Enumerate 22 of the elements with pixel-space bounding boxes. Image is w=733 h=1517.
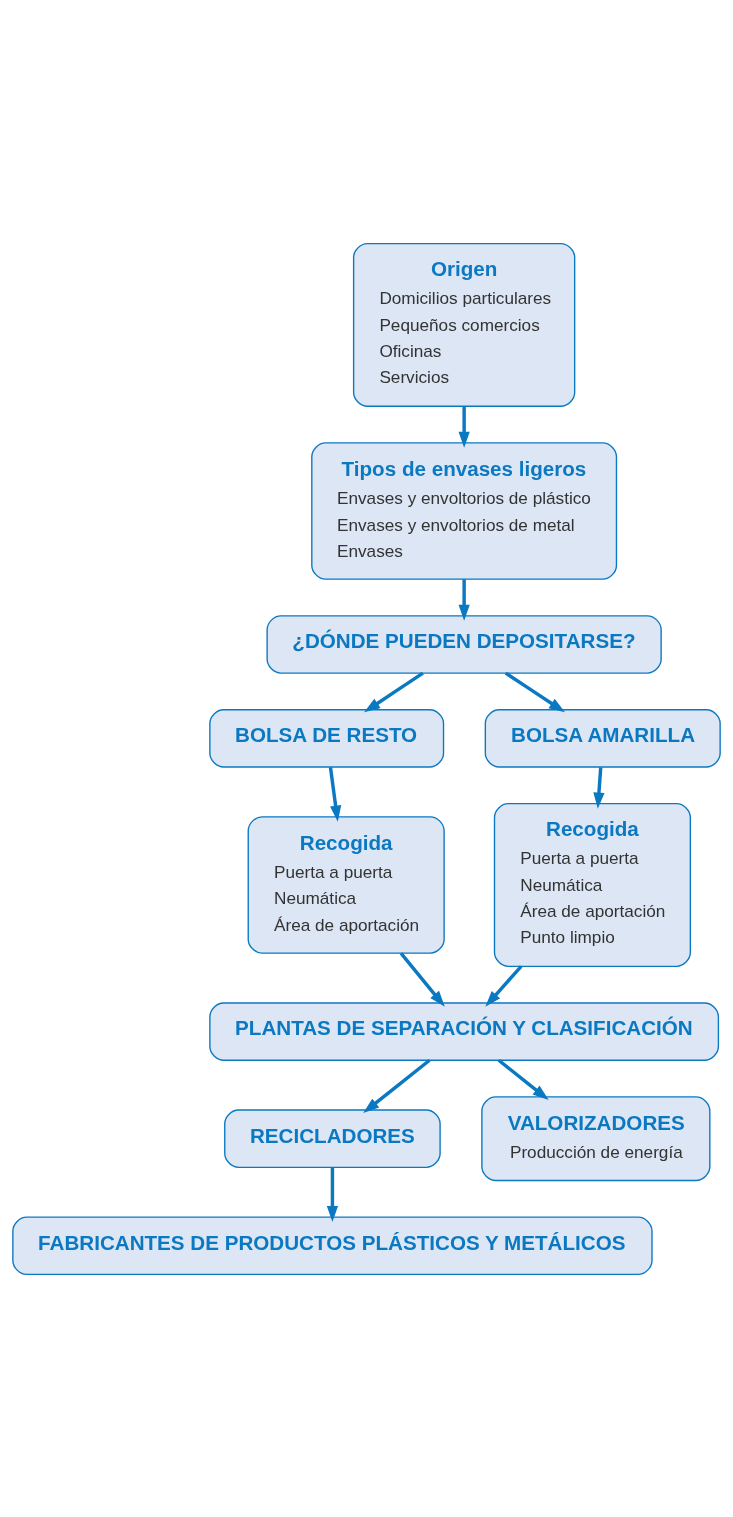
node-box: Tipos de envases ligeros Envases y envoltorios de plástico Envases y envoltorios de metal Envases [311, 441, 618, 580]
arrow [458, 406, 470, 448]
arrow [399, 951, 445, 1007]
arrow [485, 964, 523, 1007]
node-box: Recogida Puerta a puerta Neumática Área de aportación Punto limpio [493, 802, 692, 967]
node-box: BOLSA AMARILLA [484, 708, 721, 768]
arrow [504, 671, 566, 712]
node-box: PLANTAS DE SEPARACIÓN Y CLASIFICACIÓN [209, 1001, 720, 1061]
node-box: Recogida Puerta a puerta Neumática Área de aportación [247, 815, 445, 954]
arrow [328, 766, 342, 822]
arrow [593, 766, 605, 809]
arrow [326, 1166, 339, 1222]
arrow [497, 1058, 549, 1100]
node-box: FABRICANTES DE PRODUCTOS PLÁSTICOS Y METÁLICOS [12, 1215, 653, 1275]
arrow [364, 671, 424, 712]
arrow [458, 578, 470, 621]
node-box: RECICLADORES [224, 1108, 441, 1168]
node-box: VALORIZADORES Producción de energía [481, 1095, 711, 1181]
node-box: ¿DÓNDE PUEDEN DEPOSITARSE? [266, 614, 662, 674]
arrow [363, 1058, 431, 1113]
node-box: Origen Domicilios particulares Pequeños comercios Oficinas Servicios [352, 242, 576, 407]
node-box: BOLSA DE RESTO [209, 708, 445, 768]
